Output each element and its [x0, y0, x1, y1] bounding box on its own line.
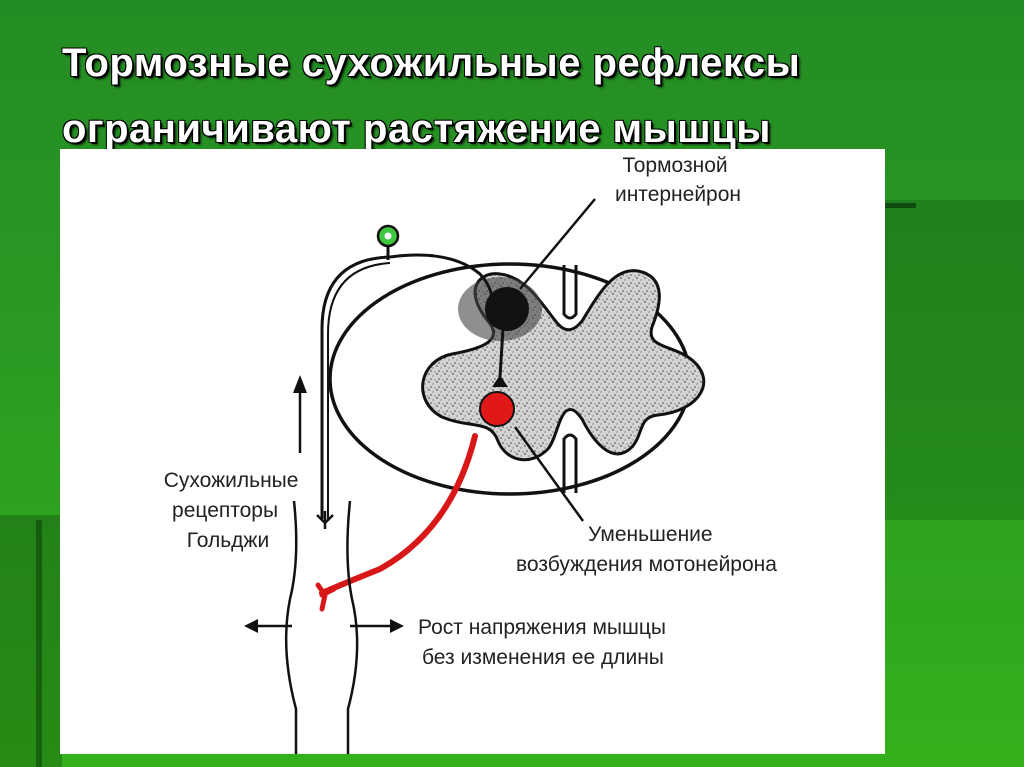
background-band — [870, 200, 1024, 520]
afferent-to-interneuron — [389, 253, 494, 302]
motoneuron-pointer — [513, 426, 585, 522]
title-line-1: Тормозные сухожильные рефлексы — [62, 41, 801, 85]
ventral-fissure — [562, 433, 578, 493]
reflex-diagram: Тормозной интернейрон Сухожильные рецепт… — [164, 154, 777, 754]
title-line-2: ограничивают растяжение мышцы — [62, 107, 771, 151]
muscle-left-edge — [284, 500, 298, 754]
background-band — [36, 520, 42, 767]
tension-label: Рост напряжения мышцы без изменения ее д… — [418, 616, 672, 669]
ganglion-core — [384, 232, 392, 240]
muscle-right-edge — [346, 500, 359, 754]
inhibitory-synapse — [492, 375, 508, 387]
background-line — [884, 203, 916, 208]
tension-arrowhead-left — [244, 619, 258, 633]
motor-endplate — [315, 582, 337, 612]
reduction-label: Уменьшение возбуждения мотонейрона — [516, 523, 777, 576]
slide-title: Тормозные сухожильные рефлексы ограничив… — [62, 30, 962, 162]
interneuron-axon — [498, 328, 505, 378]
receptor-ending — [316, 511, 334, 529]
afferent-fibre — [320, 255, 391, 519]
background-band — [0, 515, 62, 767]
motor-axon — [319, 433, 478, 596]
interneuron-label: Тормозной интернейрон — [615, 154, 741, 206]
afferent-fibre-branch — [327, 262, 391, 519]
diagram-panel: Тормозной интернейрон Сухожильные рецепт… — [60, 149, 885, 754]
motoneuron — [479, 391, 515, 427]
tension-arrowhead-right — [390, 619, 404, 633]
interneuron-pointer — [519, 198, 596, 290]
inhibitory-interneuron — [485, 287, 529, 331]
upward-arrowhead — [293, 375, 307, 393]
receptor-label: Сухожильные рецепторы Гольджи — [164, 469, 305, 552]
dorsal-fissure — [562, 265, 578, 320]
